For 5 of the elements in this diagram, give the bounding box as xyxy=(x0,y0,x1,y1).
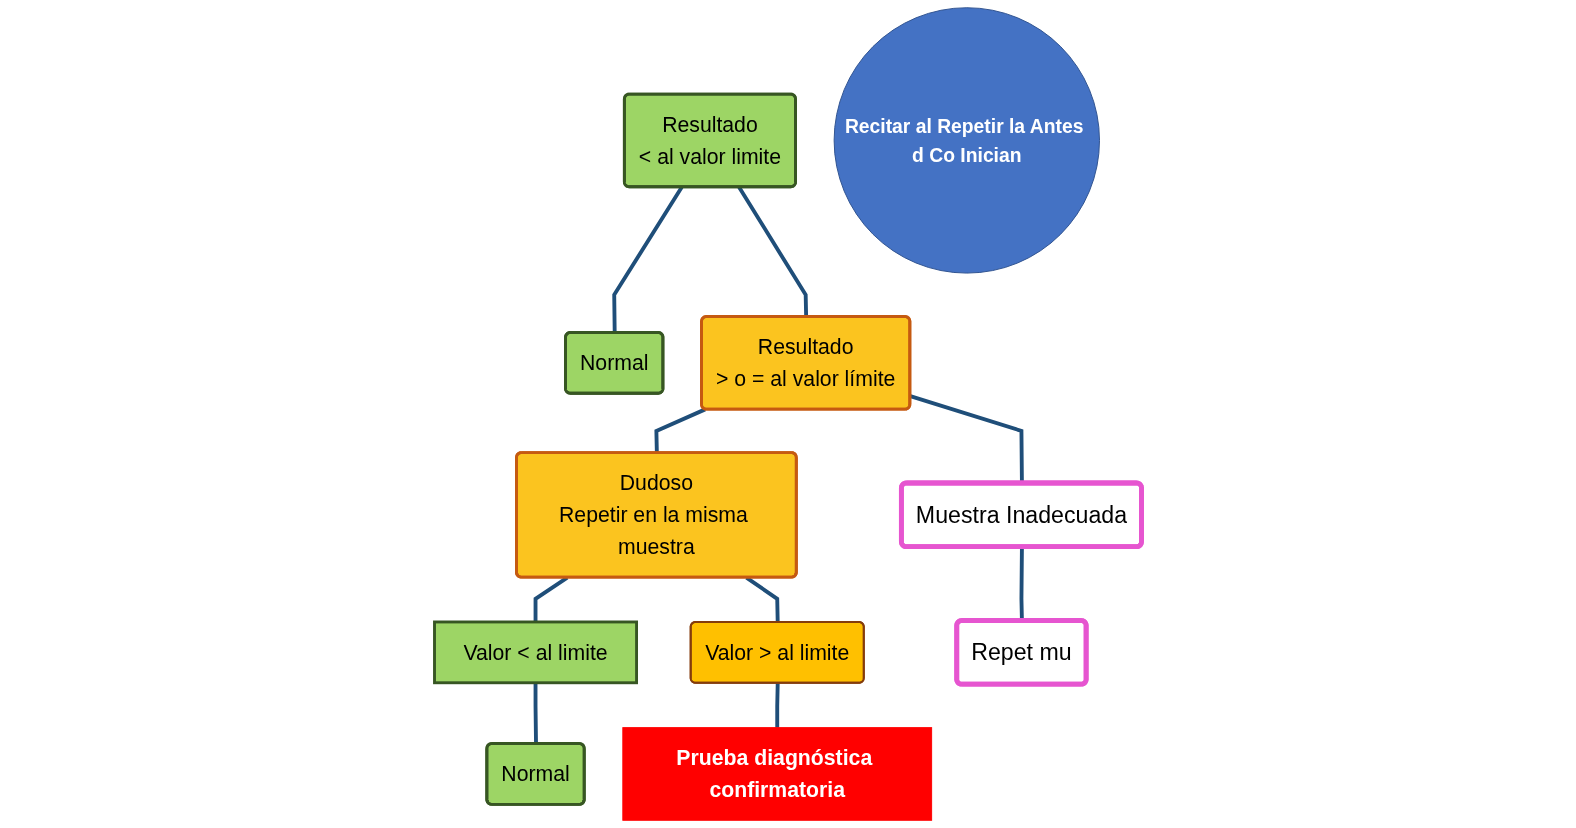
connector xyxy=(612,186,684,333)
node-box: Valor < al limite xyxy=(433,620,638,685)
node-box: Prueba diagnóstica confirmatoria xyxy=(622,727,933,821)
connector xyxy=(775,683,780,728)
node-circle: Recitar al Repetir la Antes d Co Inician xyxy=(833,7,1100,274)
